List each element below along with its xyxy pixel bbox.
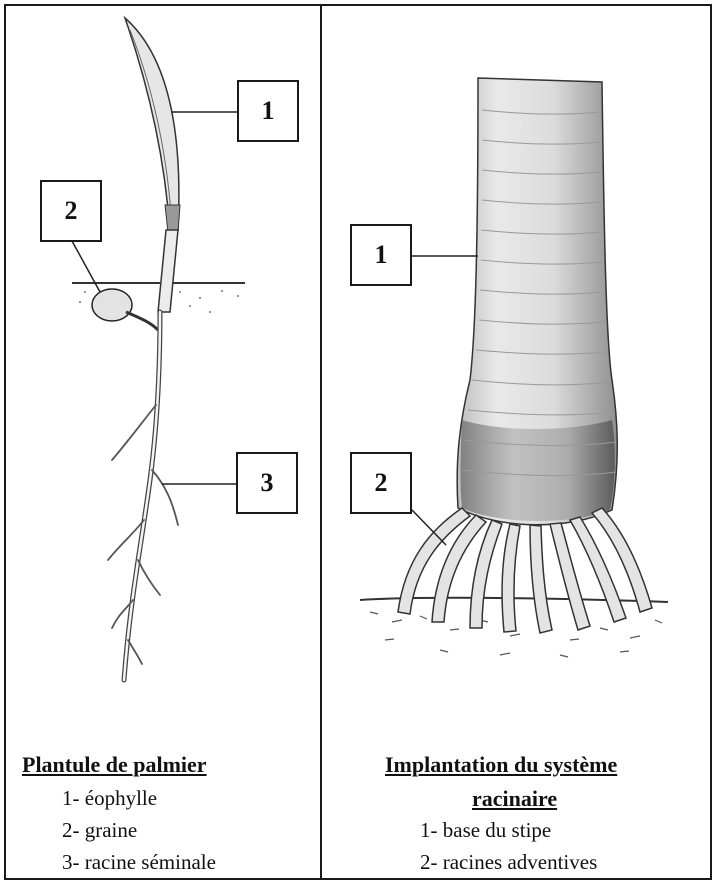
- adventitious-roots: [398, 508, 652, 633]
- left-caption-title: Plantule de palmier: [22, 752, 207, 778]
- right-caption-title-line1: Implantation du système: [385, 752, 617, 778]
- label-box-adventitious-roots: 2: [350, 452, 412, 514]
- seedling-drawing: [72, 18, 245, 680]
- label-box-seed: 2: [40, 180, 102, 242]
- seed: [92, 289, 132, 321]
- left-legend-item-2: 2- graine: [62, 818, 137, 843]
- left-legend-item-1: 1- éophylle: [62, 786, 157, 811]
- label-box-eophyll: 1: [237, 80, 299, 142]
- right-legend-item-2: 2- racines adventives: [420, 850, 597, 875]
- left-legend-item-3: 3- racine séminale: [62, 850, 216, 875]
- leader-line-2: [72, 241, 100, 292]
- right-legend-item-1: 1- base du stipe: [420, 818, 551, 843]
- eophyll-leaf: [125, 18, 179, 232]
- label-box-stipe-base: 1: [350, 224, 412, 286]
- stipe-drawing: [360, 78, 668, 657]
- seedling-stem: [158, 230, 178, 312]
- right-caption-title-line2: racinaire: [472, 786, 557, 812]
- label-box-seminal-root: 3: [236, 452, 298, 514]
